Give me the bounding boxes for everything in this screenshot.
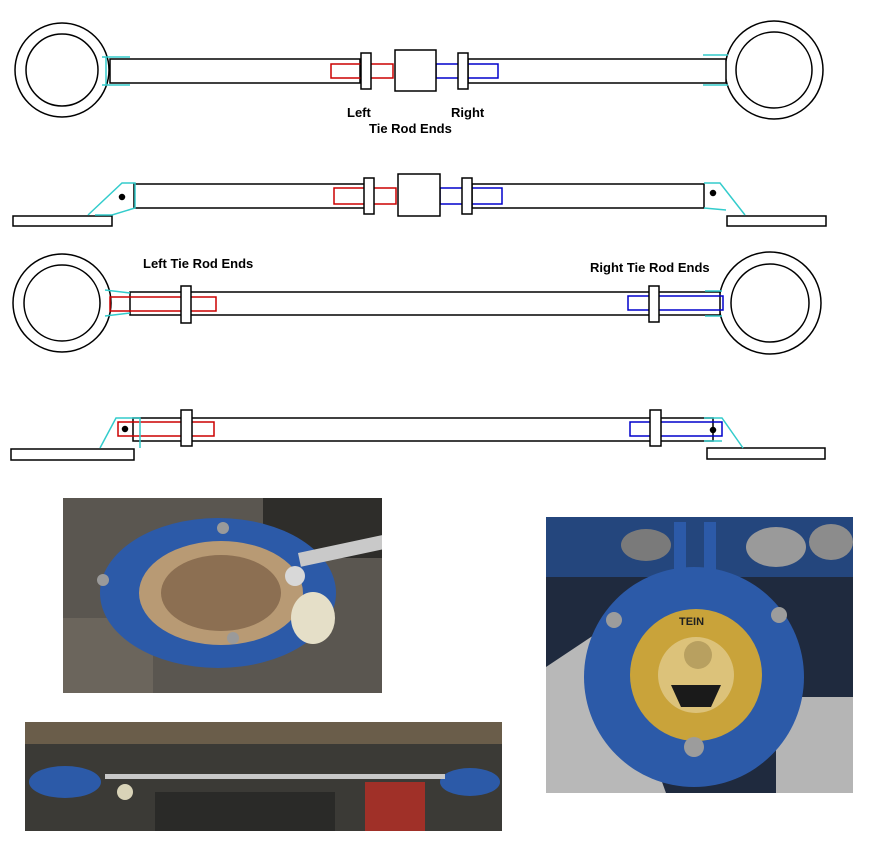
left-strut-tower-outer [14,22,110,118]
figure-side-view-end-adjusters [10,409,826,461]
right-jam-nut [649,409,662,447]
left-jam-nut [180,409,193,447]
left-pivot-bolt [121,425,129,433]
center-adjuster [394,49,437,92]
right-strut-tower-outer [718,251,822,355]
right-pivot-bolt [709,426,717,434]
figure-side-view-center-adjuster [12,173,827,227]
left-strut-tower-inner [23,264,101,342]
left-jam-nut [180,285,192,324]
right-jam-nut [648,285,660,323]
reservoir [291,592,335,644]
right-jam-nut [461,177,473,215]
right-rod-end [627,295,724,311]
figure-top-view-center-adjuster: Left Right Tie Rod Ends [14,20,824,136]
photo-engine-bay-strut-bar [25,722,502,831]
right-tie-rod-ends-label: Right Tie Rod Ends [590,260,710,275]
photo-strut-mount-closeup [63,498,382,693]
left-mount-plate [10,448,135,461]
right-strut-tower-inner [735,31,813,109]
left-tower-top [29,766,101,798]
bar-right-section [471,183,705,209]
left-tie-rod-ends-label: Left Tie Rod Ends [143,256,253,271]
right-jam-nut [457,52,469,90]
strut-bar-diagram: Left Right Tie Rod Ends Left Tie Rod End… [10,20,827,461]
left-strut-tower-outer [12,253,112,353]
tie-rod [297,534,382,567]
right-label: Right [451,105,485,120]
left-strut-tower-inner [25,33,99,107]
bar [129,291,721,316]
left-label: Left [347,105,372,120]
left-mount-plate [12,215,113,227]
left-jam-nut [360,52,372,90]
left-pivot-bolt [118,193,126,201]
tie-rod-ends-label: Tie Rod Ends [369,121,452,136]
left-rod-end [117,421,215,437]
tein-badge: TEIN [679,616,704,628]
right-bracket [703,54,728,86]
right-strut-tower-outer [724,20,824,120]
bar-left-section [109,58,361,84]
photo-camber-plate: TEIN [546,517,853,793]
left-bracket [87,182,136,216]
right-mount-plate [706,447,826,460]
right-tower-top [440,768,500,796]
center-adjuster [397,173,441,217]
left-bracket [102,56,130,86]
left-bracket [104,289,131,317]
figure-top-view-end-adjusters: Left Tie Rod Ends Right Tie Rod Ends [12,251,822,355]
right-pivot-bolt [709,189,717,197]
right-rod-end [629,421,723,437]
right-mount-plate [726,215,827,227]
left-jam-nut [363,177,375,215]
bar-right-section [467,58,727,84]
right-bracket [704,417,744,449]
right-strut-tower-inner [730,263,810,343]
strut-bar [105,774,445,779]
right-bracket [705,290,722,317]
bar [132,417,714,442]
left-bracket [99,417,141,449]
left-rod-end [109,296,217,312]
right-bracket [703,182,746,216]
